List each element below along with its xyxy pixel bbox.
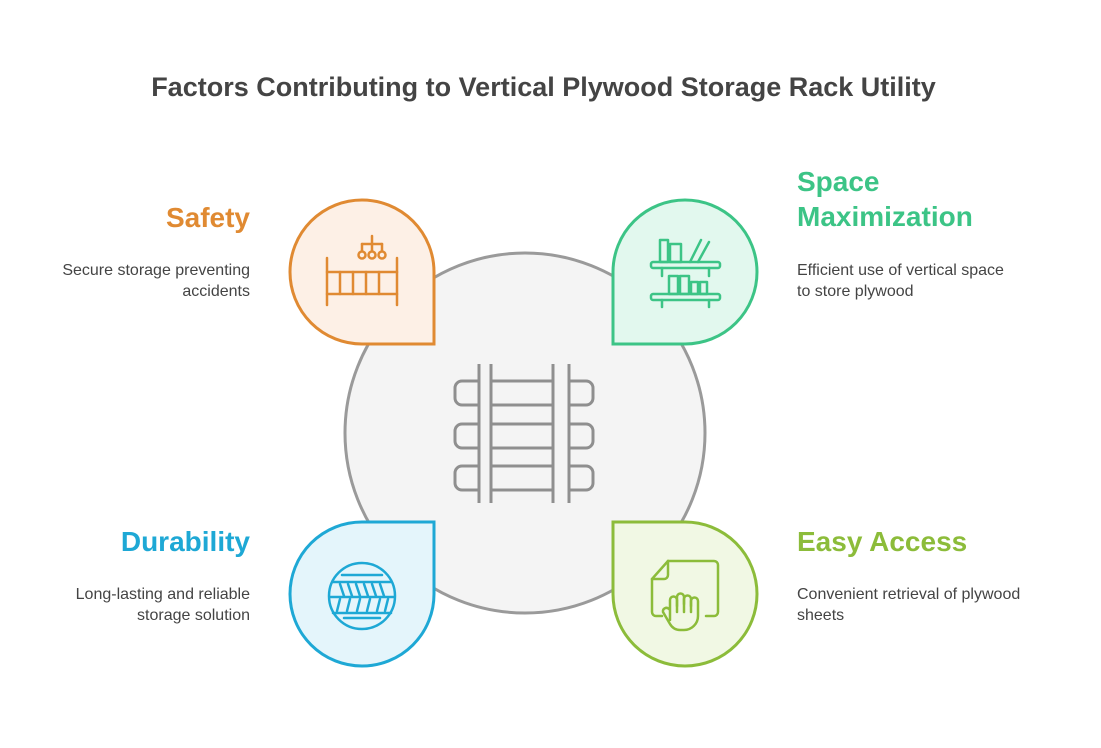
- safety-heading: Safety: [165, 202, 250, 233]
- access-heading: Easy Access: [797, 526, 968, 557]
- access-shape: [611, 520, 759, 668]
- safety-description: Secure storage preventing accidents: [20, 260, 250, 302]
- access-description-line-2: sheets: [797, 607, 845, 624]
- safety-description-line-2: accidents: [182, 283, 250, 300]
- durability-heading: Durability: [120, 526, 250, 557]
- space-heading-line-1: Space: [797, 166, 880, 197]
- durability-shape: [288, 520, 436, 668]
- page-title: Factors Contributing to Vertical Plywood…: [151, 72, 936, 102]
- safety-node: [288, 198, 436, 346]
- hand-document-icon: [650, 559, 720, 632]
- access-description-line-1: Convenient retrieval of plywood: [797, 586, 1021, 603]
- storage-rack-icon: [453, 364, 595, 503]
- circular-shelf-icon: [327, 561, 397, 631]
- space-heading: Space Maximization: [797, 164, 1057, 234]
- access-description: Convenient retrieval of plywood sheets: [797, 584, 1077, 626]
- durability-node: [288, 520, 436, 668]
- space-description-line-1: Efficient use of vertical space: [797, 262, 1004, 279]
- bookshelf-icon: [649, 238, 722, 309]
- space-node: [611, 198, 759, 346]
- crib-icon: [325, 234, 399, 307]
- durability-description-line-1: Long-lasting and reliable: [75, 586, 250, 603]
- space-description: Efficient use of vertical space to store…: [797, 260, 1077, 302]
- access-node: [611, 520, 759, 668]
- space-shape: [611, 198, 759, 346]
- safety-description-line-1: Secure storage preventing: [62, 262, 250, 279]
- space-description-line-2: to store plywood: [797, 283, 914, 300]
- space-heading-line-2: Maximization: [797, 201, 973, 232]
- durability-description-line-2: storage solution: [137, 607, 250, 624]
- durability-description: Long-lasting and reliable storage soluti…: [20, 584, 250, 626]
